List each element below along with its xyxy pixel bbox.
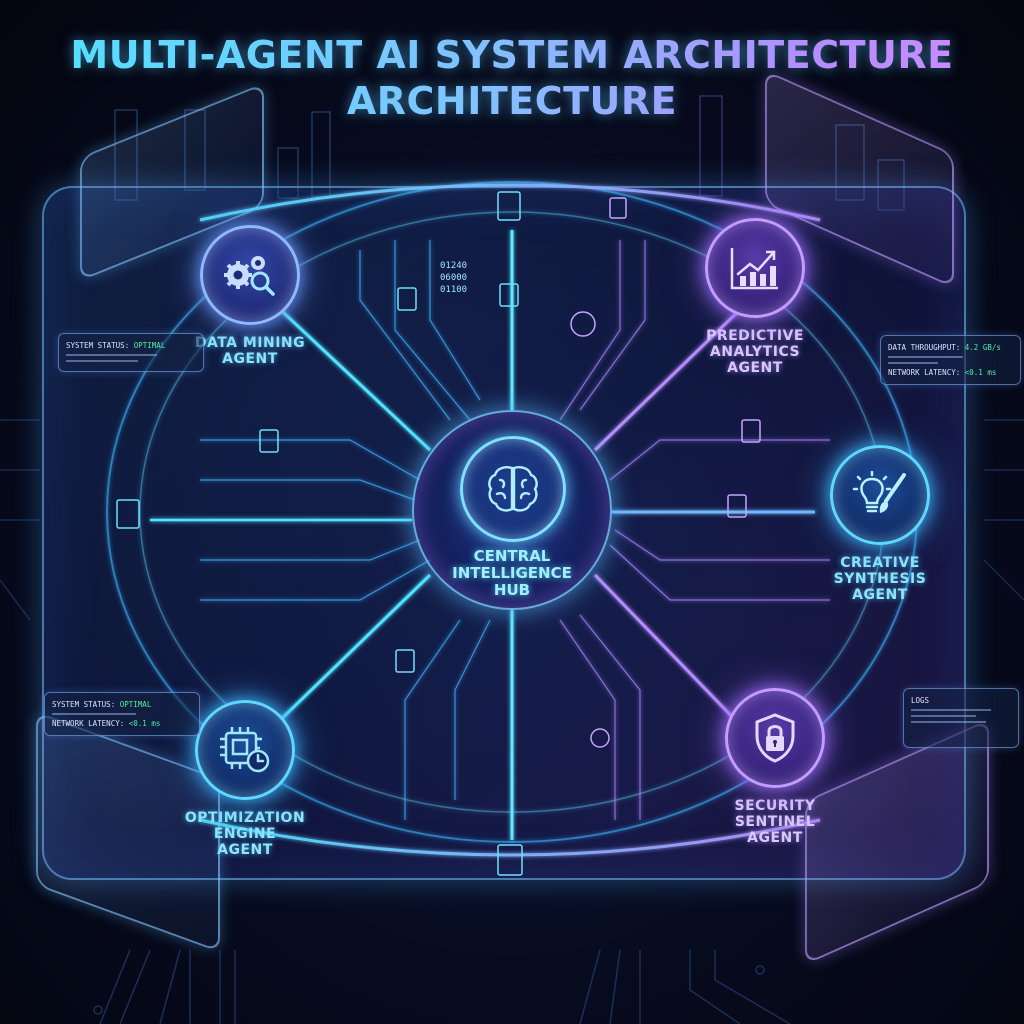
agent-disc [725, 688, 825, 788]
brain-icon [488, 466, 538, 512]
agent-label: CREATIVE SYNTHESIS AGENT [833, 555, 927, 603]
agent-predictive-analytics[interactable]: PREDICTIVE ANALYTICS AGENT [680, 218, 830, 376]
svg-text:06000: 06000 [440, 273, 467, 283]
title-line-1: MULTI-AGENT AI SYSTEM ARCHITECTURE [70, 33, 954, 77]
status-label: SYSTEM STATUS: [52, 700, 116, 709]
status-value: OPTIMAL [133, 341, 166, 350]
latency-label: NETWORK LATENCY: [52, 719, 125, 728]
status-panel-bottom-left: SYSTEM STATUS: OPTIMAL NETWORK LATENCY: … [44, 692, 200, 736]
central-intelligence-hub[interactable]: CENTRAL INTELLIGENCE HUB [412, 410, 612, 610]
agent-creative-synthesis[interactable]: CREATIVE SYNTHESIS AGENT [815, 445, 945, 603]
agent-disc [195, 700, 295, 800]
agent-disc [830, 445, 930, 545]
agent-label: DATA MINING AGENT [194, 335, 306, 367]
latency-value: <0.1 ms [964, 368, 997, 377]
shield-lock-icon [755, 713, 795, 763]
status-label: SYSTEM STATUS: [66, 341, 130, 350]
svg-text:01100: 01100 [440, 285, 467, 295]
status-panel-bottom-right: LOGS [903, 688, 1019, 748]
title-line-2: ARCHITECTURE [346, 79, 678, 123]
agent-disc [705, 218, 805, 318]
lightbulb-paintbrush-icon [852, 471, 906, 513]
logs-label: LOGS [911, 696, 930, 705]
status-panel-top-right: DATA THROUGHPUT: 4.2 GB/s NETWORK LATENC… [880, 335, 1021, 385]
hub-core [460, 436, 566, 542]
agent-security-sentinel[interactable]: SECURITY SENTINEL AGENT [705, 688, 845, 846]
status-value: OPTIMAL [119, 700, 152, 709]
agent-optimization-engine[interactable]: OPTIMIZATION ENGINE AGENT [165, 700, 325, 858]
latency-value: <0.1 ms [128, 719, 161, 728]
agent-disc [200, 225, 300, 325]
agent-label: PREDICTIVE ANALYTICS AGENT [706, 328, 804, 376]
hub-label: CENTRAL INTELLIGENCE HUB [452, 547, 572, 599]
chip-stopwatch-icon [220, 727, 270, 773]
status-panel-top-left: SYSTEM STATUS: OPTIMAL [58, 333, 204, 372]
throughput-value: 4.2 GB/s [964, 343, 1001, 352]
agent-label: SECURITY SENTINEL AGENT [734, 798, 816, 846]
throughput-label: DATA THROUGHPUT: [888, 343, 961, 352]
agent-data-mining[interactable]: DATA MINING AGENT [180, 225, 320, 367]
agent-label: OPTIMIZATION ENGINE AGENT [184, 810, 306, 858]
svg-text:01240: 01240 [440, 261, 467, 271]
bar-chart-trend-icon [730, 248, 778, 290]
gears-magnifier-icon [224, 256, 275, 296]
binary-text: 01240 06000 01100 [440, 261, 467, 295]
latency-label: NETWORK LATENCY: [888, 368, 961, 377]
page-title: MULTI-AGENT AI SYSTEM ARCHITECTURE ARCHI… [0, 32, 1024, 124]
